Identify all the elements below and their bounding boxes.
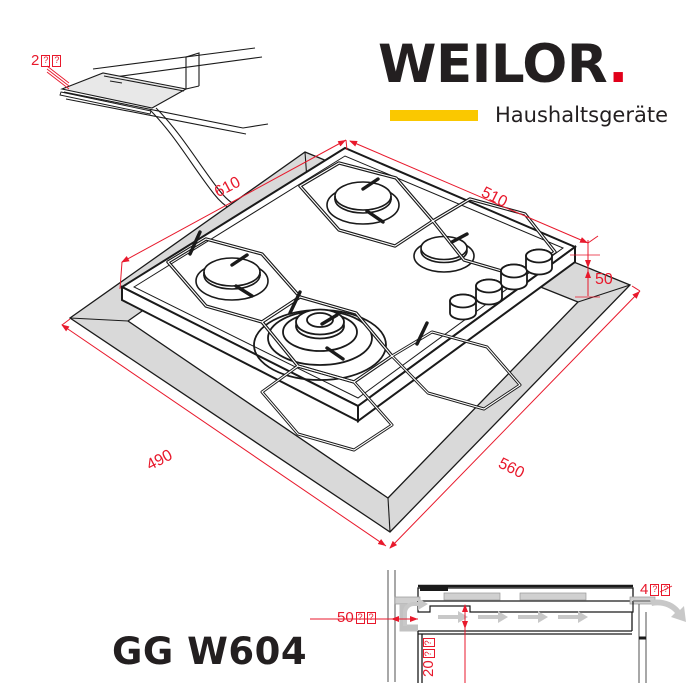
- rear-clearance-value: 4: [640, 581, 649, 598]
- dimension-label-bottom-clearance: 20: [420, 638, 437, 677]
- brand-logo: WEILOR. Haushaltsgeräte: [378, 38, 668, 138]
- missing-glyph-icon: [423, 638, 435, 648]
- brand-accent-bar: [389, 109, 478, 121]
- missing-glyph-icon: [52, 54, 62, 67]
- missing-glyph-icon: [355, 611, 365, 624]
- bottom-clearance-value: 20: [420, 660, 437, 677]
- dimension-label-edge-thickness: 2: [31, 52, 62, 69]
- missing-glyph-icon: [366, 611, 376, 624]
- missing-glyph-icon: [423, 649, 435, 659]
- brand-tagline: Haushaltsgeräte: [494, 103, 668, 127]
- side-clearance-value: 50: [337, 609, 354, 626]
- missing-glyph-icon: [650, 583, 660, 596]
- brand-wordmark-text: WEILOR: [378, 34, 609, 95]
- dimension-label-rear-clearance: 4: [640, 581, 671, 598]
- edge-thickness-leader: [46, 65, 70, 90]
- airflow-arrows: [403, 598, 686, 626]
- missing-glyph-icon: [41, 54, 51, 67]
- missing-glyph-icon: [661, 583, 671, 596]
- dimension-lines: [61, 139, 641, 549]
- brand-wordmark: WEILOR.: [378, 38, 668, 91]
- edge-thickness-value: 2: [31, 52, 40, 69]
- burner-mid-left: [195, 257, 269, 301]
- brand-tagline-row: Haushaltsgeräte: [378, 103, 668, 127]
- installation-section-view: [310, 570, 686, 683]
- dimension-label-side-clearance: 50: [337, 610, 376, 625]
- brand-dot: .: [608, 34, 628, 95]
- product-model-name: GG W604: [112, 630, 308, 673]
- dimension-label-height: 50: [595, 271, 613, 288]
